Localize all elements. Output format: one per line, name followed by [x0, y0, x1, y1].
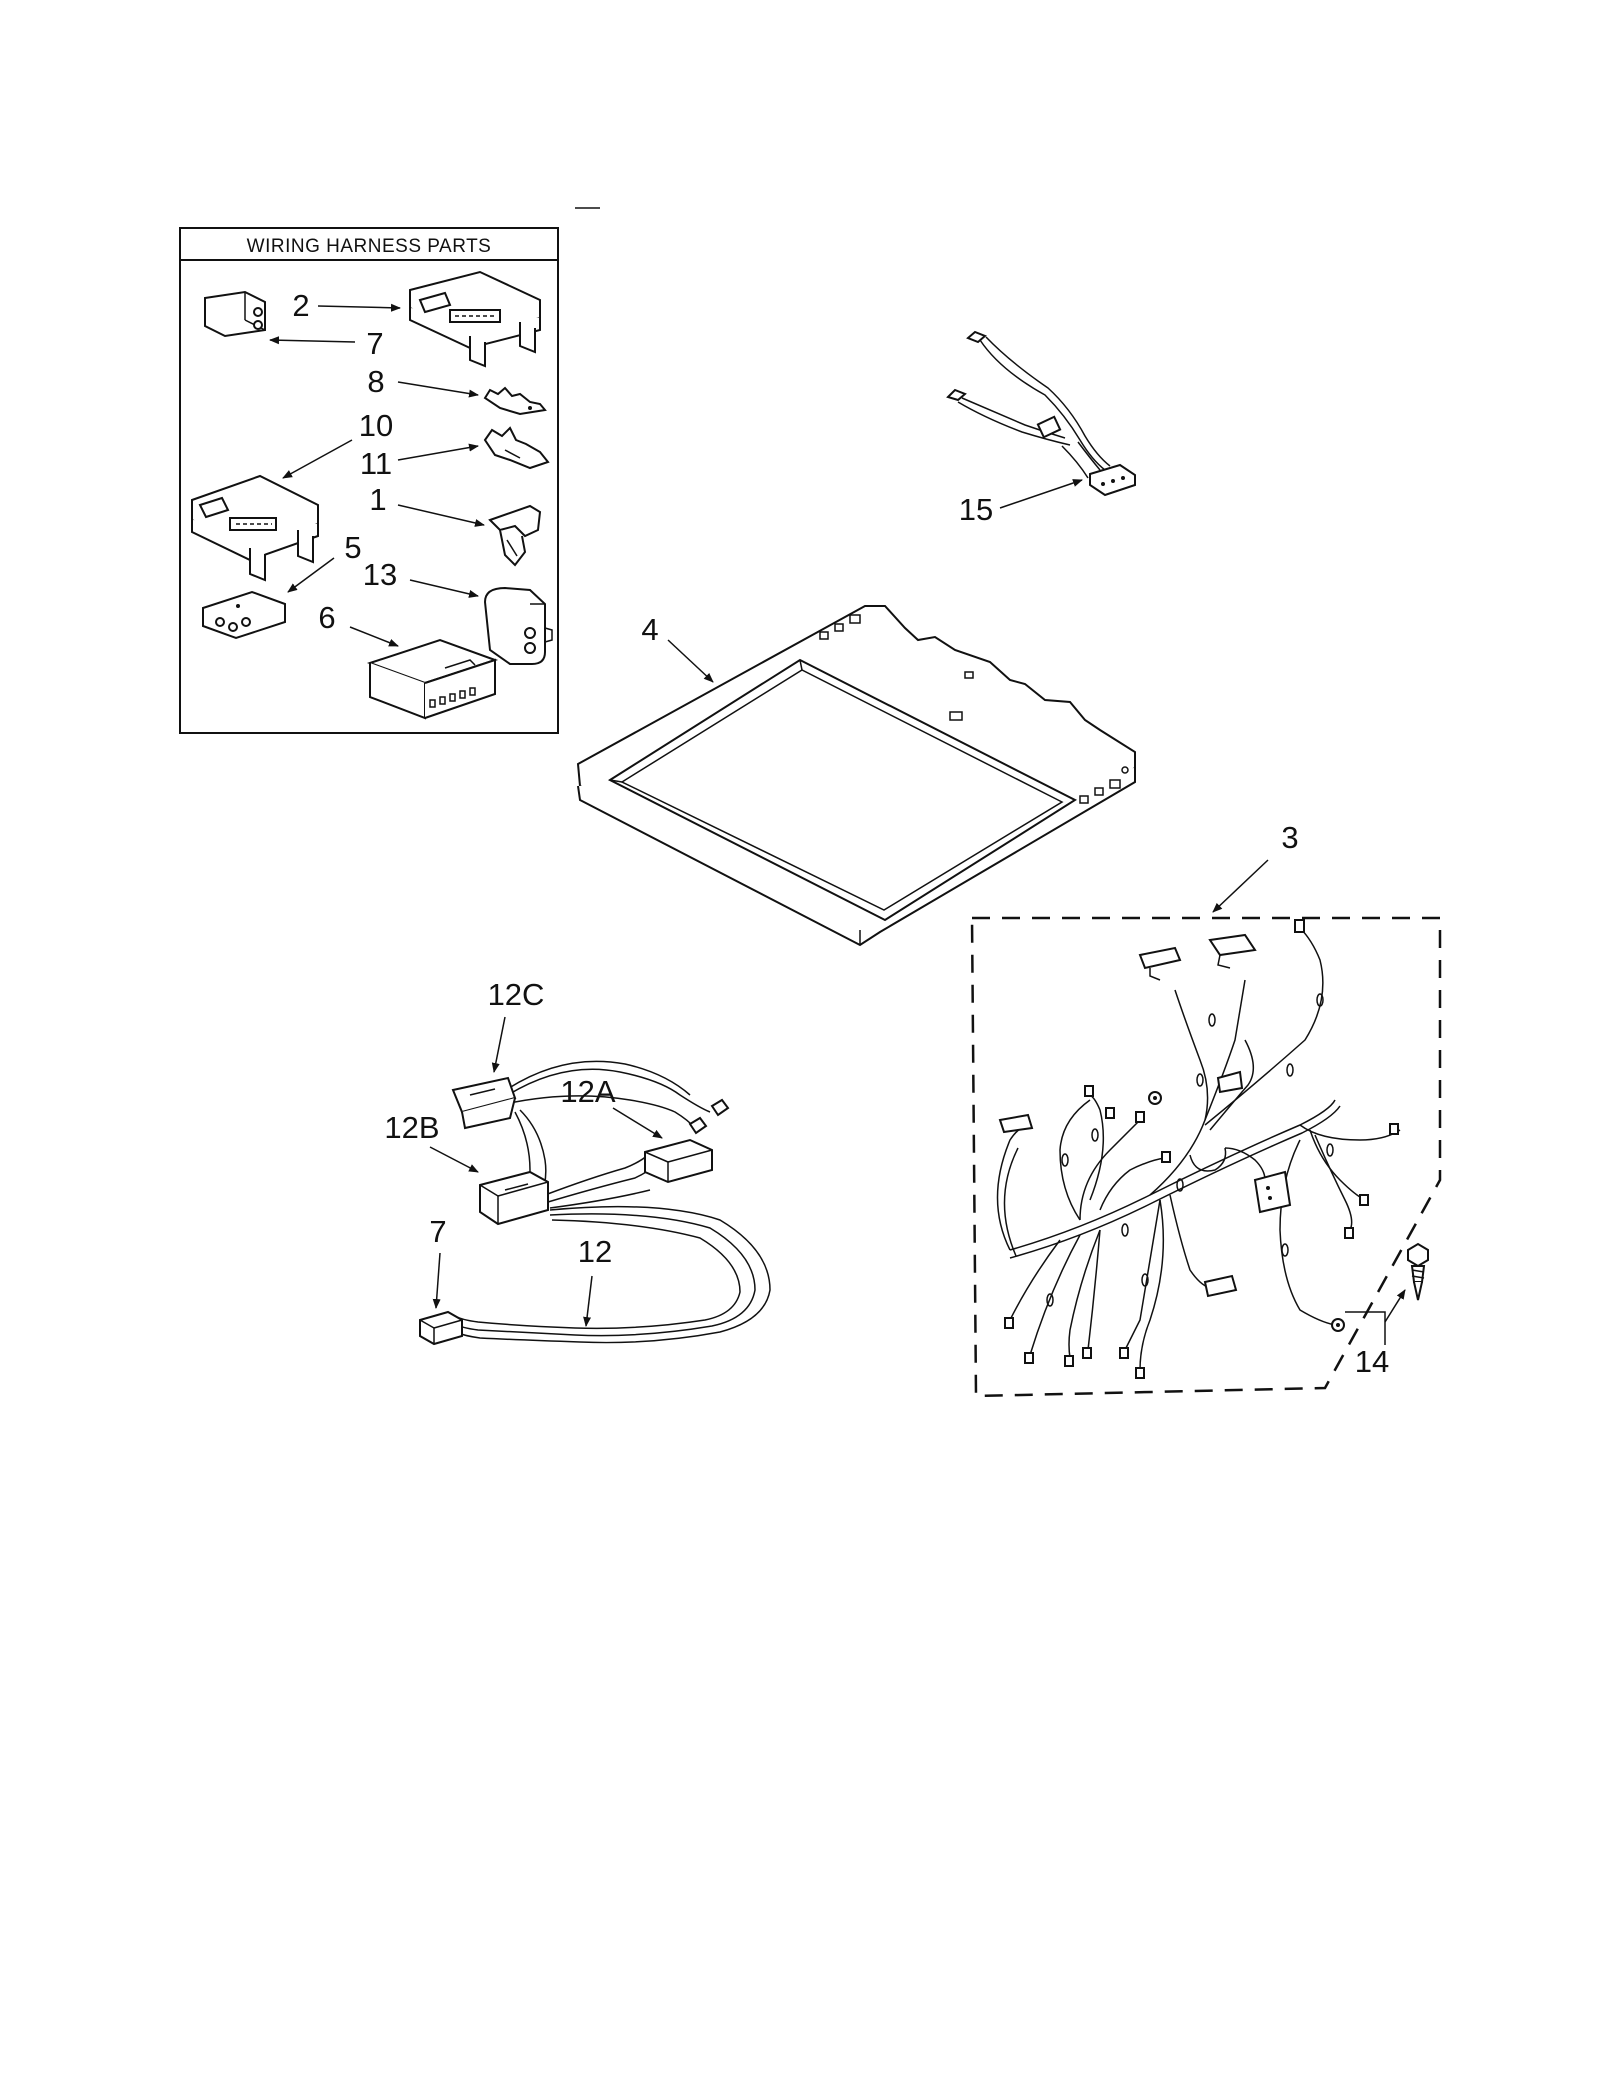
- part-6-block-connector[interactable]: [366, 638, 499, 720]
- part-3-wires: [996, 927, 1401, 1371]
- part-12b-connector[interactable]: [479, 1170, 549, 1226]
- callout-4: 4: [641, 612, 658, 647]
- arrow-1: [397, 504, 485, 527]
- part-3-main-harness-group[interactable]: [970, 916, 1442, 1398]
- part-10-connector-housing[interactable]: [191, 474, 319, 582]
- arrow-7-harness: [432, 1252, 441, 1309]
- kit-box-title: WIRING HARNESS PARTS: [247, 236, 492, 257]
- leader-14: [1345, 1311, 1386, 1345]
- part-8-terminal[interactable]: [483, 386, 547, 416]
- part-12-motor-harness[interactable]: [419, 1060, 771, 1346]
- callout-1: 1: [369, 482, 386, 517]
- part-12-spade-terminal-a: [710, 1098, 730, 1117]
- part-3-connectors: [998, 919, 1399, 1379]
- callout-2: 2: [292, 288, 309, 323]
- callout-7-kit: 7: [366, 326, 383, 361]
- arrow-14: [1384, 1289, 1406, 1323]
- arrow-6: [349, 626, 399, 647]
- arrow-11: [397, 443, 479, 461]
- callout-6: 6: [318, 600, 335, 635]
- callout-10: 10: [359, 408, 393, 443]
- callout-13: 13: [363, 557, 397, 592]
- part-2-connector-housing[interactable]: [409, 270, 541, 368]
- part-15-small-harness[interactable]: [946, 330, 1136, 497]
- arrow-3: [1212, 859, 1269, 913]
- arrow-7-kit: [269, 336, 356, 345]
- part-1-clip[interactable]: [488, 504, 542, 567]
- part-11-terminal[interactable]: [483, 426, 550, 470]
- callout-12a: 12A: [560, 1074, 615, 1109]
- part-6-pins: [429, 687, 476, 708]
- part-13-rounded-connector[interactable]: [483, 586, 553, 665]
- part-14-screw[interactable]: [1407, 1242, 1429, 1301]
- arrow-12b: [429, 1146, 479, 1173]
- callout-12: 12: [578, 1234, 612, 1269]
- part-3-dashed-boundary: [970, 916, 1442, 1398]
- arrow-15: [999, 479, 1083, 509]
- wiring-harness-parts-box: WIRING HARNESS PARTS: [179, 227, 559, 734]
- arrow-5: [287, 557, 335, 593]
- callout-12c: 12C: [488, 977, 545, 1012]
- part-5-three-pin-connector[interactable]: [202, 590, 286, 640]
- arrow-10: [282, 439, 353, 479]
- callout-14: 14: [1355, 1344, 1389, 1379]
- callout-12b: 12B: [384, 1110, 439, 1145]
- part-12-wires: [454, 1060, 771, 1344]
- callout-3: 3: [1281, 820, 1298, 855]
- arrow-4: [667, 639, 714, 683]
- part-3-wire-ties: [1046, 993, 1334, 1307]
- callout-8: 8: [367, 364, 384, 399]
- arrow-13: [409, 579, 479, 598]
- arrow-12c: [491, 1016, 506, 1073]
- part-4-top-panel[interactable]: [576, 605, 1136, 947]
- arrow-12: [583, 1275, 593, 1327]
- arrow-8: [397, 381, 479, 398]
- kit-box-frame: [179, 227, 559, 734]
- callout-7-harness: 7: [429, 1214, 446, 1249]
- arrow-12a: [612, 1107, 663, 1139]
- part-7-small-connector[interactable]: [204, 290, 266, 338]
- arrow-2: [317, 303, 401, 312]
- callout-5: 5: [344, 530, 361, 565]
- part-12c-connector[interactable]: [451, 1076, 517, 1130]
- part-12-spade-terminal-b: [688, 1116, 708, 1135]
- part-7-harness-end-connector[interactable]: [419, 1310, 463, 1346]
- callout-15: 15: [959, 492, 993, 527]
- callout-11: 11: [360, 446, 392, 481]
- part-12a-connector[interactable]: [644, 1138, 713, 1184]
